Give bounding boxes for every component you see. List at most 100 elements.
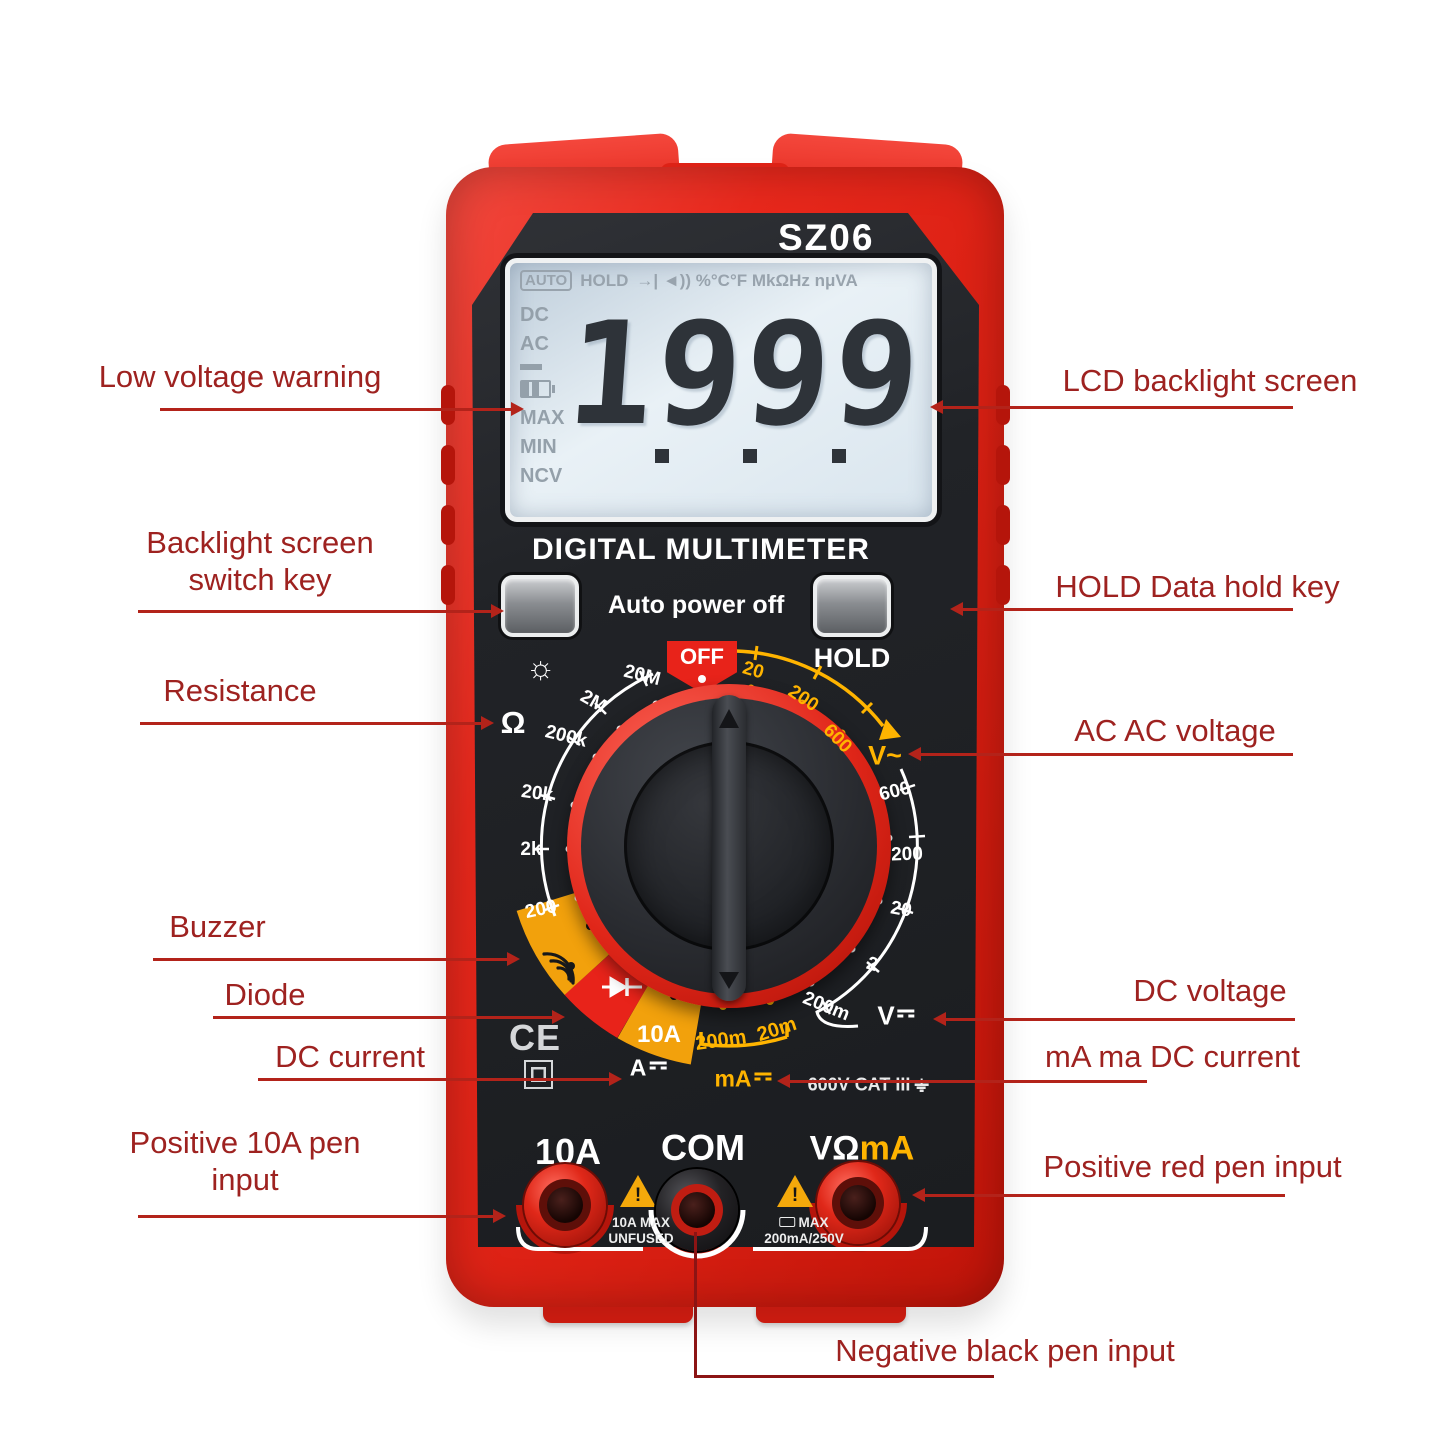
rating-text: 600V CAT III bbox=[807, 1074, 911, 1095]
lcd-dc-indicator: DC bbox=[520, 304, 549, 326]
label-buzzer: Buzzer bbox=[169, 909, 266, 944]
lcd-ac-indicator: AC bbox=[520, 333, 549, 355]
dial-range-2k: 2k bbox=[520, 839, 542, 860]
side-grip bbox=[441, 505, 455, 545]
dc-symbol-icon bbox=[897, 1009, 915, 1023]
label-positive-red-pen-input: Positive red pen input bbox=[1043, 1149, 1342, 1184]
auto-power-off-label: Auto power off bbox=[608, 591, 785, 619]
off-position-dot bbox=[698, 675, 706, 683]
jack-hole bbox=[547, 1187, 583, 1223]
dial-range-20k: 20k bbox=[519, 780, 555, 807]
side-grip bbox=[996, 565, 1010, 605]
dc-symbol-icon bbox=[754, 1072, 772, 1086]
fuse-icon bbox=[779, 1217, 796, 1227]
model-number: SZ06 bbox=[778, 217, 875, 258]
label-ac-voltage: AC AC voltage bbox=[1074, 713, 1276, 748]
label-lcd-backlight-screen: LCD backlight screen bbox=[1062, 363, 1358, 398]
side-grip bbox=[441, 565, 455, 605]
note-line: MAX bbox=[764, 1215, 844, 1231]
battery-icon bbox=[520, 380, 555, 398]
label-diode: Diode bbox=[224, 977, 306, 1012]
leader-black-pen-horizontal bbox=[694, 1375, 994, 1378]
jack-hole bbox=[679, 1192, 715, 1228]
dc-current-letter: A bbox=[629, 1054, 647, 1081]
ce-mark: CE bbox=[508, 1017, 562, 1058]
ma-label: mA bbox=[859, 1129, 915, 1168]
jack-vohm-ma-input[interactable] bbox=[817, 1162, 899, 1244]
side-grip bbox=[996, 385, 1010, 425]
dial-range-dc200: 200 bbox=[890, 843, 924, 866]
side-grip bbox=[996, 505, 1010, 545]
label-ma-dc-current: mA ma DC current bbox=[1045, 1039, 1300, 1074]
jack-note-ma: MAX 200mA/250V bbox=[764, 1215, 844, 1247]
note-line: 200mA/250V bbox=[764, 1231, 844, 1247]
lcd-ncv-indicator: NCV bbox=[520, 465, 563, 487]
decimal-point bbox=[832, 449, 846, 463]
dial-range-10A: 10A bbox=[636, 1021, 682, 1048]
decimal-point bbox=[655, 449, 669, 463]
hold-button-label: HOLD bbox=[813, 643, 891, 673]
label-backlight-switch-key: Backlight screen switch key bbox=[146, 525, 374, 598]
ac-voltage-symbol: V~ bbox=[868, 740, 902, 771]
device-title: DIGITAL MULTIMETER bbox=[532, 533, 870, 566]
decimal-point bbox=[743, 449, 757, 463]
jack-label-com: COM bbox=[661, 1127, 745, 1168]
hold-button[interactable] bbox=[813, 575, 891, 637]
vohm-label: VΩ bbox=[809, 1129, 860, 1168]
side-grip bbox=[996, 445, 1010, 485]
jack-10a-input[interactable] bbox=[524, 1164, 606, 1246]
rotary-dial-pointer[interactable] bbox=[712, 695, 746, 1001]
leader-black-pen-vertical bbox=[694, 1232, 697, 1378]
backlight-icon: ☼ bbox=[526, 649, 556, 685]
leader-backlight-key bbox=[138, 604, 504, 618]
double-insulation-icon bbox=[524, 1060, 553, 1089]
lcd-screen: AUTO HOLD →| ◄)) %°C°F MkΩHz nμVA DC AC … bbox=[505, 258, 937, 522]
leader-red-pen bbox=[912, 1188, 1285, 1202]
safety-rating: 600V CAT III bbox=[808, 1075, 929, 1096]
lcd-bar-indicator bbox=[520, 364, 542, 370]
lcd-reading: 1999 bbox=[562, 292, 928, 457]
jack-hole bbox=[840, 1185, 876, 1221]
dc-voltage-letter: V bbox=[877, 1000, 895, 1031]
side-grip bbox=[441, 385, 455, 425]
label-hold-data-hold-key: HOLD Data hold key bbox=[1055, 569, 1340, 604]
label-low-voltage-warning: Low voltage warning bbox=[98, 359, 382, 394]
leader-resistance bbox=[140, 716, 494, 730]
note-line: 10A MAX bbox=[611, 1215, 671, 1230]
jack-label-vohm-ma: VΩmA bbox=[810, 1130, 915, 1169]
lcd-unit-symbols: →| ◄)) %°C°F MkΩHz nμVA bbox=[636, 270, 858, 290]
leader-dc-current bbox=[258, 1072, 622, 1086]
label-dc-voltage: DC voltage bbox=[1133, 973, 1287, 1008]
leader-low-voltage bbox=[160, 402, 524, 416]
dial-range-dc20: 20 bbox=[888, 897, 914, 922]
lcd-status-row: AUTO HOLD →| ◄)) %°C°F MkΩHz nμVA bbox=[520, 270, 926, 291]
leader-diode bbox=[213, 1010, 565, 1024]
dc-current-symbol: A bbox=[630, 1055, 667, 1082]
lcd-hold-indicator: HOLD bbox=[580, 270, 629, 290]
dc-symbol-icon bbox=[649, 1061, 667, 1075]
jack-com-input[interactable] bbox=[656, 1169, 738, 1251]
leader-dc-voltage bbox=[933, 1012, 1295, 1026]
leader-ac-voltage bbox=[908, 747, 1293, 761]
label-resistance: Resistance bbox=[163, 673, 317, 708]
leader-ma-current bbox=[777, 1074, 1147, 1088]
ohm-symbol: Ω bbox=[500, 705, 526, 740]
leader-buzzer bbox=[153, 952, 520, 966]
note-line: UNFUSED bbox=[608, 1231, 674, 1247]
lcd-max-indicator: MAX bbox=[520, 407, 565, 429]
ma-dc-current-symbol: mA bbox=[714, 1065, 772, 1093]
backlight-button[interactable] bbox=[501, 575, 579, 637]
label-negative-black-pen-input: Negative black pen input bbox=[835, 1333, 1175, 1368]
jack-note-10a: 10A MAX UNFUSED bbox=[608, 1215, 673, 1247]
warning-exclamation: ! bbox=[791, 1185, 799, 1206]
multimeter-device: SZ06 AUTO HOLD →| ◄)) %°C°F MkΩHz nμVA D… bbox=[438, 132, 1013, 1325]
label-positive-10a-pen-input: Positive 10A pen input bbox=[129, 1125, 361, 1198]
off-label: OFF bbox=[680, 644, 724, 669]
leader-positive-10a bbox=[138, 1209, 506, 1223]
leader-hold-key bbox=[950, 602, 1293, 616]
label-dc-current: DC current bbox=[275, 1039, 425, 1074]
ma-letter: mA bbox=[714, 1065, 752, 1092]
note-text: MAX bbox=[798, 1215, 829, 1230]
side-grip bbox=[441, 445, 455, 485]
